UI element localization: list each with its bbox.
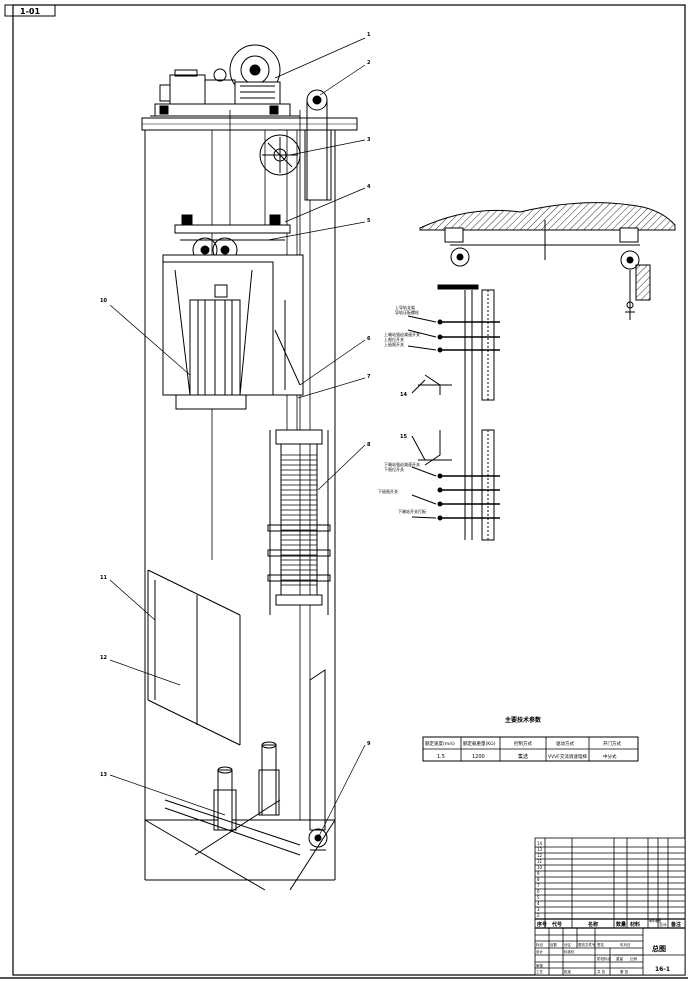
svg-text:备注: 备注 [670, 921, 681, 928]
svg-text:分区: 分区 [564, 942, 572, 947]
svg-text:下端站强迫减速开关: 下端站强迫减速开关 [384, 461, 420, 467]
sheet-tag-box [4, 4, 56, 17]
spec-header-drive: 驱动方式 [556, 740, 574, 747]
svg-text:11: 11 [100, 575, 107, 581]
svg-text:2: 2 [367, 60, 371, 66]
governor-pulley [304, 89, 332, 201]
svg-text:设计: 设计 [536, 949, 544, 954]
svg-text:2: 2 [537, 913, 540, 918]
svg-text:上限位开关: 上限位开关 [384, 336, 404, 342]
svg-text:总计: 总计 [659, 921, 667, 927]
machine-room-floor [141, 117, 358, 131]
svg-text:8: 8 [367, 442, 371, 448]
sheet-border [12, 4, 686, 976]
svg-text:9: 9 [537, 871, 540, 876]
svg-text:比例: 比例 [630, 956, 638, 961]
svg-text:名称: 名称 [588, 921, 598, 928]
drawing-title: 总图 [652, 944, 666, 953]
pit-buffers [164, 741, 301, 856]
spec-header-load: 额定载重量(KG) [463, 740, 496, 747]
spec-table: 主要技术参数 额定速度(m/s) 额定载重量(KG) 控制方式 驱动方式 开门方… [422, 716, 639, 762]
svg-text:4: 4 [367, 184, 371, 190]
svg-text:8: 8 [537, 877, 540, 882]
title-block-labels: 序号 代号 名称 数量 材料 单件重量 总计 备注 标记 处数 分区 更改文件号… [536, 918, 681, 974]
svg-text:14: 14 [400, 392, 407, 398]
svg-text:3: 3 [367, 137, 371, 143]
parts-list-row-numbers: 14 13 12 11 10 9 8 7 6 5 4 3 2 1 [537, 841, 543, 918]
svg-text:下限位开关: 下限位开关 [384, 466, 404, 472]
svg-text:第 张: 第 张 [620, 969, 629, 974]
svg-text:下极限开关: 下极限开关 [378, 488, 398, 494]
svg-text:序号: 序号 [536, 921, 547, 928]
svg-text:6: 6 [537, 889, 540, 894]
svg-text:11: 11 [537, 859, 543, 864]
svg-text:13: 13 [537, 847, 543, 852]
spec-value-speed: 1.5 [437, 754, 445, 760]
spec-value-load: 1200 [472, 754, 485, 760]
svg-text:代号: 代号 [551, 921, 562, 928]
svg-text:10: 10 [100, 298, 107, 304]
drawing-number: 16-1 [655, 966, 670, 973]
spec-header-speed: 额定速度(m/s) [425, 740, 455, 747]
limit-switch-detail [407, 284, 500, 541]
svg-text:10: 10 [537, 865, 543, 870]
svg-text:12: 12 [537, 853, 543, 858]
elevator-car [162, 254, 304, 410]
traction-machine [150, 44, 300, 117]
svg-text:单件重量: 单件重量 [649, 918, 661, 923]
sheet-tag: 1-01 [20, 7, 40, 16]
svg-text:上极限开关: 上极限开关 [384, 341, 404, 347]
spec-table-title: 主要技术参数 [505, 716, 542, 724]
svg-text:共 张: 共 张 [597, 969, 606, 974]
diverter-sheave [259, 134, 301, 176]
svg-text:7: 7 [537, 883, 540, 888]
limit-switch-labels: 上导轨支架 导轨压板螺栓 上端站强迫减速开关 上限位开关 上极限开关 14 15… [378, 304, 426, 514]
svg-text:下端站开关打板: 下端站开关打板 [398, 508, 426, 514]
spec-value-control: 集选 [518, 753, 528, 760]
svg-text:1: 1 [367, 32, 371, 38]
hoistway-walls [144, 130, 336, 891]
svg-text:4: 4 [537, 901, 540, 906]
car-crosshead [174, 214, 291, 263]
svg-text:上端站强迫减速开关: 上端站强迫减速开关 [384, 331, 420, 337]
spec-value-door: 中分式 [603, 753, 617, 760]
svg-text:年月日: 年月日 [620, 942, 631, 947]
svg-text:阶段标记: 阶段标记 [597, 956, 611, 961]
counterweight [267, 429, 331, 615]
svg-text:12: 12 [100, 655, 107, 661]
svg-text:9: 9 [367, 741, 371, 747]
overhead-beam-detail [419, 202, 676, 320]
svg-text:15: 15 [400, 434, 407, 440]
svg-text:批准: 批准 [564, 969, 572, 974]
tension-pulley [308, 669, 328, 851]
svg-text:标记: 标记 [536, 942, 544, 947]
callout-numbers: 1 2 3 4 5 6 7 8 9 10 11 12 13 [100, 32, 371, 778]
svg-text:数量: 数量 [616, 921, 626, 928]
svg-text:上导轨支架: 上导轨支架 [395, 304, 415, 310]
svg-text:处数: 处数 [550, 942, 558, 947]
parts-list [534, 837, 686, 976]
svg-text:13: 13 [100, 772, 107, 778]
svg-text:重量: 重量 [616, 956, 624, 961]
svg-text:材料: 材料 [630, 921, 640, 928]
svg-text:14: 14 [537, 841, 543, 846]
landing-door [147, 569, 241, 746]
svg-text:7: 7 [367, 374, 371, 380]
callout-leaders [109, 37, 366, 839]
svg-text:3: 3 [537, 907, 540, 912]
page-bottom-edge [0, 977, 688, 979]
svg-text:5: 5 [537, 895, 540, 900]
svg-text:6: 6 [367, 336, 371, 342]
svg-text:审核: 审核 [536, 963, 544, 968]
spec-header-door: 开门方式 [603, 740, 621, 747]
svg-text:5: 5 [367, 218, 371, 224]
svg-text:标准化: 标准化 [564, 949, 575, 954]
svg-text:工艺: 工艺 [536, 969, 544, 974]
spec-header-control: 控制方式 [514, 740, 532, 747]
svg-text:更改文件号: 更改文件号 [578, 942, 596, 947]
svg-text:导轨压板螺栓: 导轨压板螺栓 [395, 309, 419, 315]
spec-value-drive: VVVF交流调速电梯 [548, 753, 587, 760]
svg-text:签名: 签名 [597, 942, 604, 947]
